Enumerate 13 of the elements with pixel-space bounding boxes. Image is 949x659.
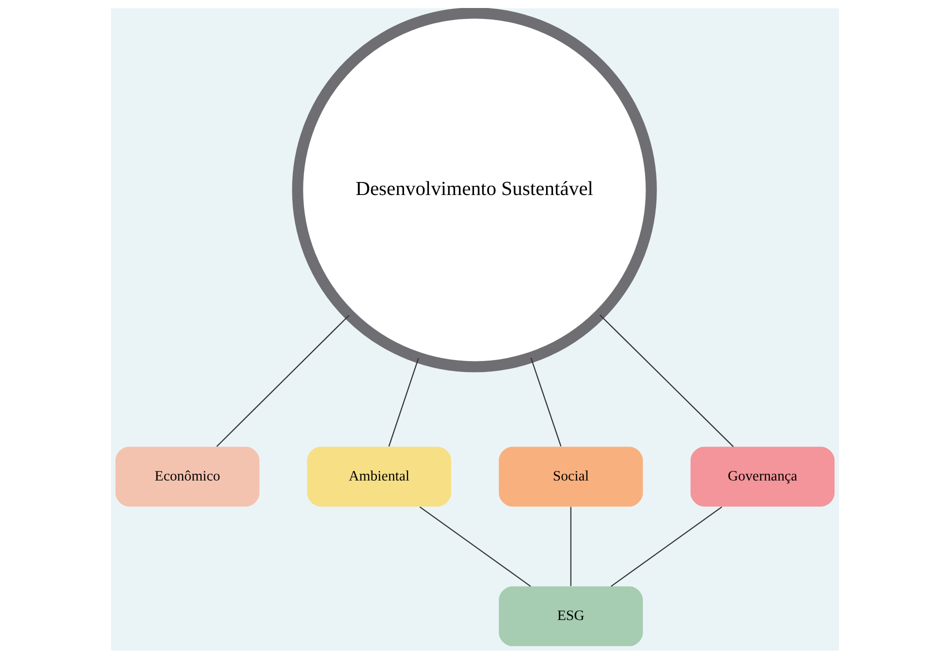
node-circle: Desenvolvimento Sustentável <box>292 8 656 372</box>
node-box: Governança <box>690 446 834 507</box>
connector <box>610 506 722 587</box>
connector <box>388 358 418 447</box>
node-box: Social <box>498 446 642 507</box>
node-box: Ambiental <box>306 446 451 507</box>
node-box: Econômico <box>114 446 259 507</box>
connector <box>418 506 530 587</box>
connector <box>570 506 571 586</box>
node-box: ESG <box>498 586 642 646</box>
connector <box>530 358 561 446</box>
connector <box>216 315 349 447</box>
connector <box>599 314 734 448</box>
